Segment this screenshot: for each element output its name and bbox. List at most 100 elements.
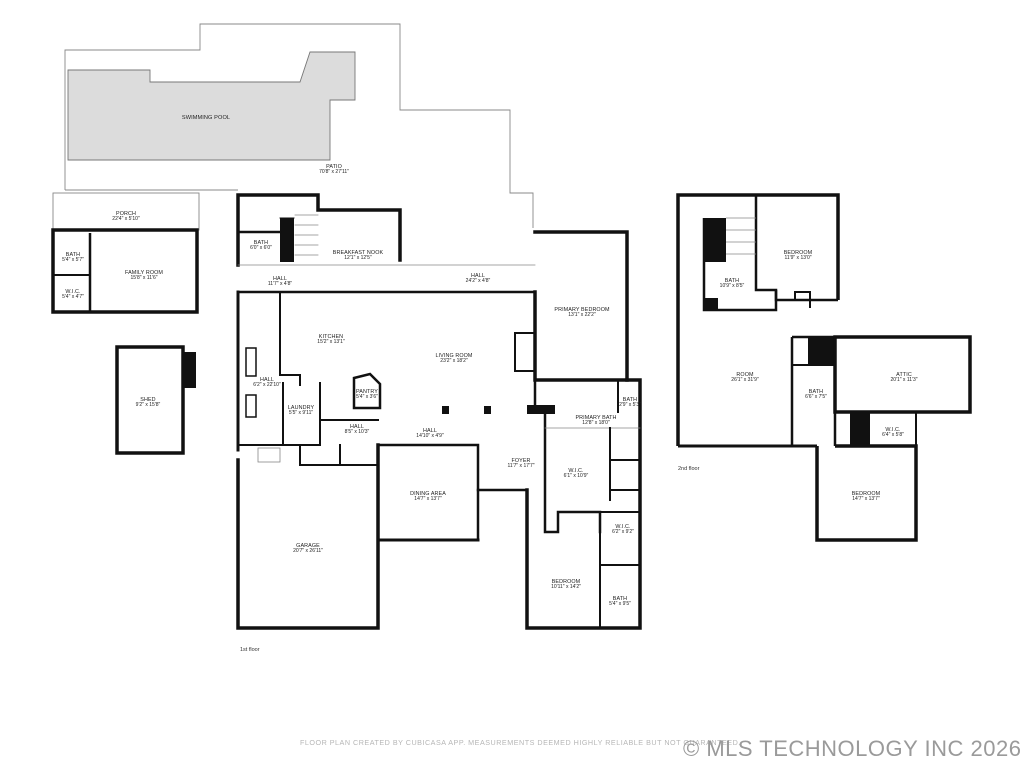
room-dims: 23'2" x 18'2" bbox=[440, 358, 468, 365]
room-dims: 15'2" x 13'1" bbox=[317, 339, 345, 346]
shed-building bbox=[115, 345, 196, 455]
room-name: HALL bbox=[471, 273, 485, 280]
room-dims: 70'8" x 27'11" bbox=[319, 169, 349, 176]
room-wic-2: W.I.C.6'2" x 9'2" bbox=[612, 524, 634, 536]
footer-disclaimer: FLOOR PLAN CREATED BY CUBICASA APP. MEAS… bbox=[300, 738, 741, 747]
room-dims: 14'7" x 13'7" bbox=[852, 496, 880, 503]
room-dims: 22'4" x 5'10" bbox=[112, 216, 140, 223]
room-name: HALL bbox=[423, 428, 437, 435]
room-name: BEDROOM bbox=[851, 491, 881, 498]
room-dims: 5'5" x 9'11" bbox=[288, 410, 314, 417]
room-wic-up: W.I.C.6'4" x 5'8" bbox=[882, 427, 904, 439]
room-name: BATH bbox=[612, 596, 628, 603]
room-dims: 11'7" x 4'8" bbox=[267, 281, 293, 288]
floor-label-first: 1st floor bbox=[240, 647, 260, 653]
room-dims: 20'7" x 26'11" bbox=[293, 548, 323, 555]
room-name: FAMILY ROOM bbox=[124, 270, 164, 277]
room-dims: 11'7" x 17'7" bbox=[507, 463, 535, 470]
family-room-walls bbox=[51, 228, 199, 314]
room-name: FOYER bbox=[511, 458, 531, 465]
room-name: BATH bbox=[65, 252, 81, 259]
room-dims: 2'9" x 5'3" bbox=[619, 402, 641, 409]
room-dims: 12'8" x 18'0" bbox=[582, 420, 610, 427]
room-dims: 15'8" x 11'6" bbox=[130, 275, 158, 282]
room-name: PORCH bbox=[116, 211, 136, 218]
room-name: W.I.C. bbox=[568, 468, 584, 475]
room-dims: 5'4" x 3'6" bbox=[356, 394, 378, 401]
room-name: BEDROOM bbox=[551, 579, 581, 586]
room-dims: 6'4" x 5'8" bbox=[882, 432, 904, 439]
room-dims: 26'1" x 31'9" bbox=[731, 377, 759, 384]
room-dims: 8'5" x 10'3" bbox=[344, 429, 370, 436]
room-name: PATIO bbox=[326, 164, 342, 171]
room-name: BATH bbox=[622, 397, 638, 404]
room-dims: 13'1" x 22'2" bbox=[568, 312, 596, 319]
room-name: GARAGE bbox=[296, 543, 320, 550]
room-wic-1: W.I.C.6'1" x 10'9" bbox=[564, 468, 589, 480]
room-dims: 6'6" x 7'5" bbox=[805, 394, 827, 401]
room-dims: 5'4" x 4'7" bbox=[62, 294, 84, 301]
room-name: BEDROOM bbox=[783, 250, 813, 257]
patio-outline bbox=[64, 23, 534, 228]
room-dims: 11'9" x 13'0" bbox=[784, 255, 812, 262]
room-dims: 14'7" x 13'7" bbox=[414, 496, 442, 503]
room-name: ROOM bbox=[736, 372, 754, 379]
room-dims: 12'1" x 12'5" bbox=[344, 255, 372, 262]
room-name: HALL bbox=[350, 424, 364, 431]
room-dims: 20'1" x 11'3" bbox=[890, 377, 918, 384]
copyright-watermark: © MLS TECHNOLOGY INC 2026 bbox=[683, 736, 1022, 761]
room-name: ATTIC bbox=[896, 372, 912, 379]
room-dims: 6'2" x 9'2" bbox=[612, 529, 634, 536]
room-name: BREAKFAST NOOK bbox=[332, 250, 384, 257]
room-name: DINING AREA bbox=[410, 491, 446, 498]
floor-label-second: 2nd floor bbox=[678, 466, 700, 472]
main-house-first-floor bbox=[236, 193, 642, 630]
shed-walls bbox=[115, 345, 185, 455]
room-name: PRIMARY BATH bbox=[575, 415, 617, 422]
room-name: W.I.C. bbox=[615, 524, 631, 531]
room-name: HALL bbox=[273, 276, 287, 283]
second-floor bbox=[676, 193, 972, 542]
room-name: W.I.C. bbox=[885, 427, 901, 434]
room-name: PANTRY bbox=[356, 389, 378, 396]
room-name: BATH bbox=[808, 389, 824, 396]
pool-label: SWIMMING POOL bbox=[181, 114, 231, 121]
room-dims: 9'2" x 15'8" bbox=[135, 402, 161, 409]
room-dims: 6'1" x 10'9" bbox=[563, 473, 589, 480]
room-wic-small: W.I.C.5'4" x 4'7" bbox=[62, 289, 84, 301]
room-name: LIVING ROOM bbox=[435, 353, 473, 360]
room-dims: 14'10" x 4'9" bbox=[416, 433, 444, 440]
room-dims: 5'4" x 5'7" bbox=[62, 257, 84, 264]
room-name: BATH bbox=[724, 278, 740, 285]
room-dims: 24'2" x 4'8" bbox=[465, 278, 491, 285]
room-dims: 10'11" x 14'2" bbox=[551, 584, 581, 591]
pool-area bbox=[64, 23, 534, 228]
